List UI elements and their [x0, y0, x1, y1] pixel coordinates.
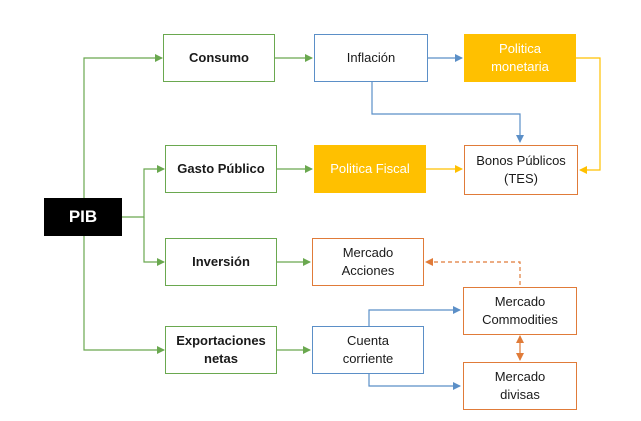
- node-politica-monetaria: Politica monetaria: [464, 34, 576, 82]
- node-cuenta-corriente-label: Cuenta corriente: [342, 333, 394, 366]
- node-politica-fiscal: Politica Fiscal: [314, 145, 426, 193]
- node-consumo: Consumo: [163, 34, 275, 82]
- node-politica-monetaria-label: Politica monetaria: [491, 41, 549, 74]
- node-mercado-acciones: Mercado Acciones: [312, 238, 424, 286]
- node-mercado-acciones-label: Mercado Acciones: [341, 245, 395, 278]
- node-mercado-divisas: Mercado divisas: [463, 362, 577, 410]
- edge-cuenta-commodities: [368, 306, 461, 326]
- edge-pib-inversion: [143, 217, 165, 266]
- node-pib: PIB: [44, 198, 122, 236]
- node-inflacion: Inflación: [314, 34, 428, 82]
- node-consumo-label: Consumo: [189, 50, 249, 65]
- node-mercado-commodities-label: Mercado Commodities: [482, 294, 558, 327]
- edge-politica-monetaria-bonos: [576, 57, 601, 174]
- node-inversion-label: Inversión: [192, 254, 250, 269]
- node-cuenta-corriente: Cuenta corriente: [312, 326, 424, 374]
- node-mercado-divisas-label: Mercado divisas: [494, 369, 546, 402]
- node-exportaciones-netas-label: Exportaciones netas: [176, 333, 266, 366]
- edge-cuenta-divisas: [368, 374, 461, 390]
- edge-commodities-acciones: [425, 258, 521, 285]
- node-bonos-publicos: Bonos Públicos (TES): [464, 145, 578, 195]
- node-bonos-publicos-label: Bonos Públicos (TES): [476, 153, 566, 186]
- edge-pib-exportaciones: [83, 236, 165, 354]
- node-inversion: Inversión: [165, 238, 277, 286]
- edge-inflacion-bonos: [371, 82, 524, 143]
- node-exportaciones-netas: Exportaciones netas: [165, 326, 277, 374]
- node-pib-label: PIB: [68, 207, 98, 226]
- node-inflacion-label: Inflación: [346, 50, 396, 65]
- node-gasto-publico-label: Gasto Público: [177, 161, 265, 176]
- node-mercado-commodities: Mercado Commodities: [463, 287, 577, 335]
- node-gasto-publico: Gasto Público: [165, 145, 277, 193]
- node-politica-fiscal-label: Politica Fiscal: [330, 161, 410, 176]
- edge-pib-consumo: [83, 54, 163, 198]
- edge-pib-gasto: [122, 165, 165, 218]
